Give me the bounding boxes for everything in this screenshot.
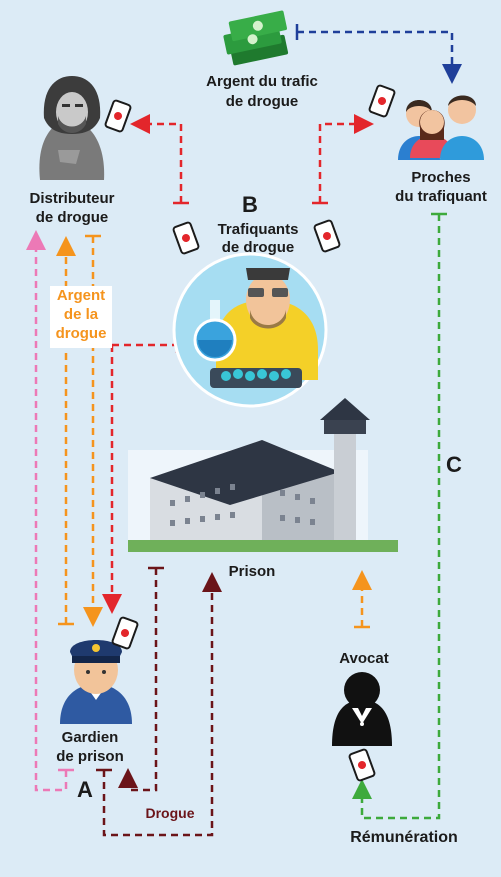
- connector-traffickers-to-relatives: [312, 114, 374, 205]
- phone-icon: [348, 748, 376, 782]
- label-distributor-line2: de drogue: [36, 209, 109, 226]
- chemist-icon: [172, 252, 328, 408]
- connector-orange-lawyer-to-prison: [352, 570, 372, 629]
- label-relatives-line2: du trafiquant: [395, 188, 487, 205]
- connector-pink-guard-to-distributor: [26, 230, 74, 792]
- label-distributor-line1: Distributeur: [29, 190, 114, 207]
- label-drugs: Drogue: [146, 805, 195, 821]
- label-payment: Rémunération: [350, 829, 458, 846]
- label-money-line1: Argent du trafic: [206, 73, 318, 90]
- hooded-man-icon: [39, 76, 105, 180]
- marker-a: A: [77, 777, 93, 802]
- label-guard-line2: de prison: [56, 748, 124, 765]
- money-stack-icon: [223, 10, 289, 66]
- label-drug-money-line3: drogue: [55, 325, 107, 342]
- phone-icon: [111, 616, 139, 650]
- label-drug-money-line1: Argent: [56, 287, 106, 304]
- label-guard-line1: Gardien: [62, 729, 119, 746]
- connector-money-to-relatives: [295, 24, 462, 84]
- phone-icon: [313, 219, 341, 253]
- connector-drug-money-to-traffickers: [112, 337, 179, 353]
- label-traffickers-line2: de drogue: [222, 239, 295, 256]
- prison-icon: [128, 398, 398, 552]
- connector-maroon-drugs: [96, 566, 222, 837]
- label-relatives-line1: Proches: [411, 169, 470, 186]
- drug-money-box: Argent de la drogue: [50, 286, 112, 348]
- label-drug-money-line2: de la: [63, 306, 99, 323]
- label-lawyer: Avocat: [339, 650, 388, 667]
- guard-icon: [60, 640, 132, 724]
- lawyer-icon: [332, 672, 392, 746]
- phone-icon: [104, 99, 132, 133]
- marker-c: C: [446, 452, 462, 477]
- marker-b: B: [242, 192, 258, 217]
- connector-green-payment: [352, 212, 447, 820]
- label-traffickers-line1: Trafiquants: [218, 221, 299, 238]
- label-money-line2: de drogue: [226, 93, 299, 110]
- phone-icon: [368, 84, 396, 118]
- family-icon: [398, 95, 484, 160]
- label-prison: Prison: [229, 563, 276, 580]
- connector-traffickers-to-distributor: [130, 114, 189, 205]
- phone-icon: [172, 221, 200, 255]
